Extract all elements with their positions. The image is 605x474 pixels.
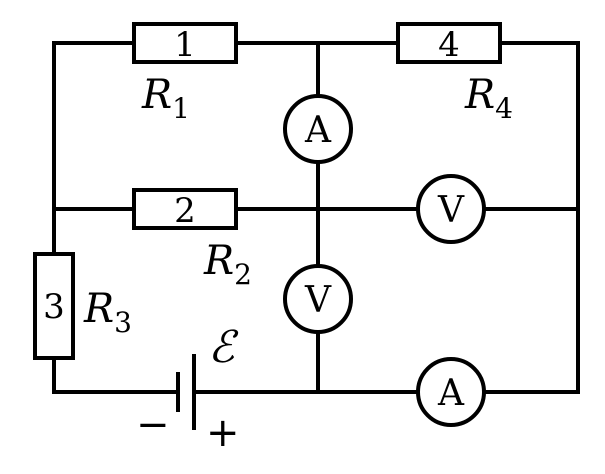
resistor-3-label: R3 [83, 286, 132, 339]
resistor-2-subscript: 2 [234, 258, 252, 291]
ammeter-bottom-circle [416, 357, 486, 427]
resistor-2: 2 [132, 188, 238, 231]
resistor-3-subscript: 3 [114, 306, 132, 339]
resistor-1-number: 1 [174, 25, 196, 65]
resistor-3-number: 3 [43, 287, 65, 327]
voltmeter-right: V [416, 174, 486, 244]
resistor-1-body [132, 22, 238, 64]
resistor-4: 4 [396, 22, 502, 65]
resistor-4-number: 4 [438, 25, 460, 65]
resistor-2-number: 2 [174, 191, 196, 231]
battery-emf-label: ℰ [208, 322, 239, 373]
battery-negative-sign: − [136, 402, 170, 448]
battery-positive-sign: + [206, 410, 240, 456]
resistor-4-label: R4 [464, 72, 513, 125]
ammeter-top: A [283, 94, 353, 164]
resistor-3-body [33, 252, 75, 360]
voltmeter-middle-label: V [304, 280, 332, 321]
resistor-2-symbol: R [203, 238, 234, 284]
voltmeter-right-label: V [437, 190, 465, 231]
battery [176, 354, 196, 430]
resistor-2-label: R2 [203, 238, 252, 291]
ammeter-bottom-label: A [437, 373, 465, 414]
resistor-3-symbol: R [83, 286, 114, 332]
voltmeter-middle-circle [283, 264, 353, 334]
resistor-1-symbol: R [141, 72, 172, 118]
ammeter-top-circle [283, 94, 353, 164]
resistor-1: 1 [132, 22, 238, 65]
wires [52, 41, 580, 394]
resistor-2-body [132, 188, 238, 230]
resistor-1-label: R1 [141, 72, 190, 125]
voltmeter-middle: V [283, 264, 353, 334]
ammeter-bottom: A [416, 357, 486, 427]
resistor-4-subscript: 4 [495, 92, 513, 125]
resistor-3: 3 [33, 252, 75, 360]
resistor-1-subscript: 1 [172, 92, 190, 125]
voltmeter-right-circle [416, 174, 486, 244]
ammeter-top-label: A [304, 110, 332, 151]
resistor-4-symbol: R [464, 72, 495, 118]
resistor-4-body [396, 22, 502, 64]
